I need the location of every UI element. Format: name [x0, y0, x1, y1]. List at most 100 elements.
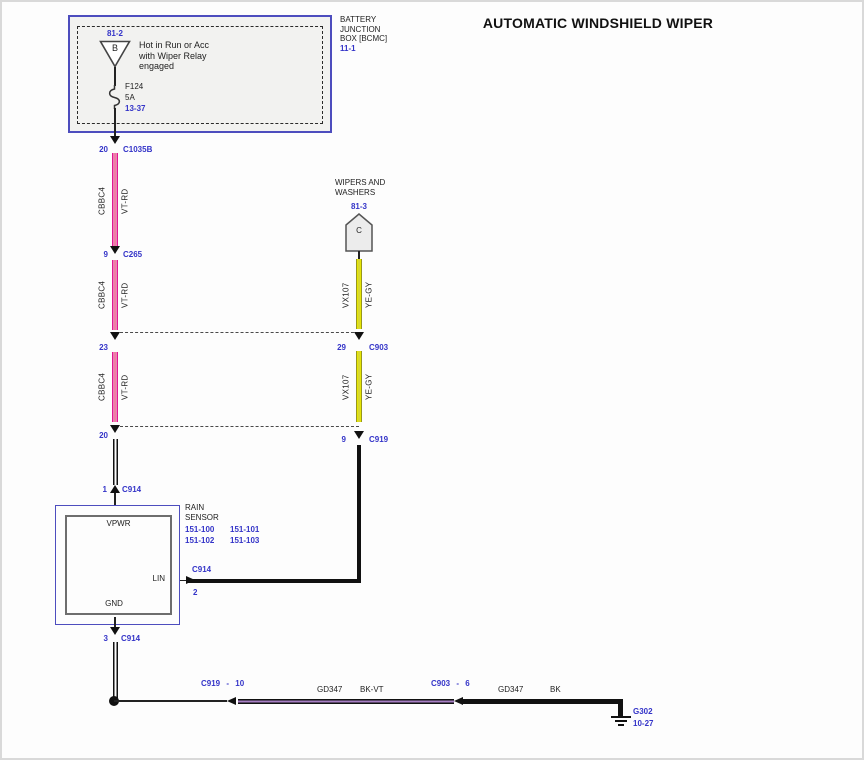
wire-triangle-to-fuse [114, 67, 116, 86]
connector-arrow-c903 [354, 332, 364, 340]
circuit-label-gd347-left: GD347 [317, 685, 343, 694]
rain-sensor-ref-link-2[interactable]: 151-101 [230, 525, 260, 534]
pin-label-c1035b: 20 [99, 145, 108, 154]
battery-junction-box [68, 15, 332, 133]
connector-label-c903-6[interactable]: C903 [431, 679, 451, 688]
connector-arrow-pin23 [110, 332, 120, 340]
wire-color-label-yegy-2: YE-GY [364, 373, 374, 401]
pin-label-c265: 9 [103, 250, 108, 259]
bjb-page-ref-link[interactable]: 81-2 [106, 29, 123, 38]
pin-label-c914-1: 1 [102, 485, 107, 494]
rain-sensor-ref-link-1[interactable]: 151-100 [185, 525, 215, 534]
ground-name-label[interactable]: G302 [633, 707, 653, 716]
power-source-terminal-label: B [111, 43, 118, 53]
rain-sensor-name-line2: SENSOR [185, 513, 219, 522]
rain-sensor-name-line1: RAIN [185, 503, 205, 512]
wipers-page-ref-link[interactable]: 81-3 [350, 202, 367, 211]
off-page-terminal-label: C [356, 226, 362, 235]
connector-label-c919[interactable]: C919 [369, 435, 389, 444]
connector-label-c914-gnd[interactable]: C914 [121, 634, 141, 643]
wire-pentagon-stub [358, 251, 360, 259]
connector-label-c1035b[interactable]: C1035B [123, 145, 153, 154]
wire-color-label-bkvt: BK-VT [360, 685, 384, 694]
hot-note-line1: Hot in Run or Acc [139, 40, 210, 50]
separator-dash: - [456, 679, 460, 688]
inline-connector-c919-10: C919 - 10 [201, 679, 244, 688]
wire-yegy-segment-2 [356, 351, 362, 422]
wire-vtrd-segment-2 [112, 260, 118, 330]
wire-color-label-vtrd-1: VT-RD [120, 188, 130, 214]
connector-label-c914-lin[interactable]: C914 [192, 565, 212, 574]
circuit-label-cbbc4-2: CBBC4 [97, 280, 107, 310]
battery-junction-box-inner-dashed [77, 26, 323, 124]
bjb-name-line3: BOX [BCMC] [340, 34, 388, 43]
rain-sensor-ref-link-3[interactable]: 151-102 [185, 536, 215, 545]
pin-label-10: 10 [235, 679, 245, 688]
bjb-name-line2: JUNCTION [340, 24, 381, 34]
connector-arrow-c914-pin1 [110, 485, 120, 493]
rain-sensor-inner-box [65, 515, 172, 615]
circuit-label-cbbc4-3: CBBC4 [97, 372, 107, 402]
wipers-name-line2: WASHERS [335, 188, 376, 197]
rain-sensor-ref-link-4[interactable]: 151-103 [230, 536, 260, 545]
rain-sensor-pin-vpwr: VPWR [106, 519, 131, 528]
connector-arrow-c903-pin6 [454, 696, 463, 705]
wire-into-rain-sensor [114, 493, 116, 516]
wire-yegy-segment-1 [356, 259, 362, 329]
wire-color-label-vtrd-3: VT-RD [120, 374, 130, 400]
circuit-label-vx107-2: VX107 [341, 374, 351, 400]
pin-label-c903: 29 [337, 343, 346, 352]
circuit-label-cbbc4-1: CBBC4 [97, 186, 107, 216]
pin-label-20: 20 [99, 431, 108, 440]
wire-color-label-vtrd-2: VT-RD [120, 282, 130, 308]
ground-symbol-bar2 [614, 720, 627, 722]
circuit-label-gd347-right: GD347 [498, 685, 524, 694]
wire-black-c919-down [357, 445, 362, 583]
fuse-page-ref-link[interactable]: 13-37 [125, 103, 146, 113]
ground-page-ref-link[interactable]: 10-27 [633, 719, 654, 728]
bjb-name-line1: BATTERY [340, 15, 377, 24]
connector-label-c914-vpwr[interactable]: C914 [122, 485, 142, 494]
connector-arrow-c914-pin2 [186, 576, 195, 584]
wire-gnd-horizontal-thin [114, 700, 227, 702]
fuse-rating-label: 5A [125, 93, 135, 102]
connector-label-c919-10[interactable]: C919 [201, 679, 221, 688]
wire-fuse-to-exit [114, 108, 116, 137]
pin-label-c919: 9 [341, 435, 346, 444]
connector-label-c903[interactable]: C903 [369, 343, 389, 352]
fuse-symbol-icon [107, 85, 122, 114]
wire-vtrd-segment-3 [112, 352, 118, 422]
separator-dash: - [226, 679, 230, 688]
connector-arrow-c914-pin3 [110, 627, 120, 635]
connector-label-c265[interactable]: C265 [123, 250, 143, 259]
power-source-triangle-icon [99, 40, 131, 73]
wire-color-label-bk: BK [550, 685, 561, 694]
wipers-name-line1: WIPERS AND [335, 178, 386, 187]
wire-lin-stub [172, 579, 188, 582]
inline-connector-dashed-line-c919 [115, 426, 359, 427]
rain-sensor-pin-lin: LIN [152, 574, 165, 583]
wire-black-lin-horizontal [186, 578, 362, 583]
ground-symbol-bar3 [617, 724, 625, 726]
connector-arrow-c919-pin10 [227, 696, 236, 705]
pin-label-6: 6 [465, 679, 470, 688]
hot-note-line3: engaged [139, 61, 175, 71]
connector-arrow-c919 [354, 431, 364, 439]
hot-note-line2: with Wiper Relay [139, 50, 207, 61]
page-title: AUTOMATIC WINDSHIELD WIPER [482, 15, 714, 31]
connector-arrow-pin20 [110, 425, 120, 433]
wire-gd347-bk [463, 698, 623, 704]
pin-label-c914-2: 2 [193, 588, 198, 597]
circuit-label-vx107-1: VX107 [341, 282, 351, 308]
wire-black-gnd-down [112, 642, 118, 698]
rain-sensor-pin-gnd: GND [105, 599, 123, 608]
wire-gd347-bkvt [238, 698, 454, 704]
connector-arrow-c265 [110, 246, 120, 254]
pin-label-c914-3: 3 [103, 634, 108, 643]
inline-connector-c903-6: C903 - 6 [431, 679, 470, 688]
wire-vtrd-segment-1 [112, 153, 118, 248]
pin-label-23: 23 [99, 343, 108, 352]
bjb-page-ref-link-bottom[interactable]: 11-1 [340, 43, 356, 53]
fuse-name-label: F124 [125, 82, 144, 91]
